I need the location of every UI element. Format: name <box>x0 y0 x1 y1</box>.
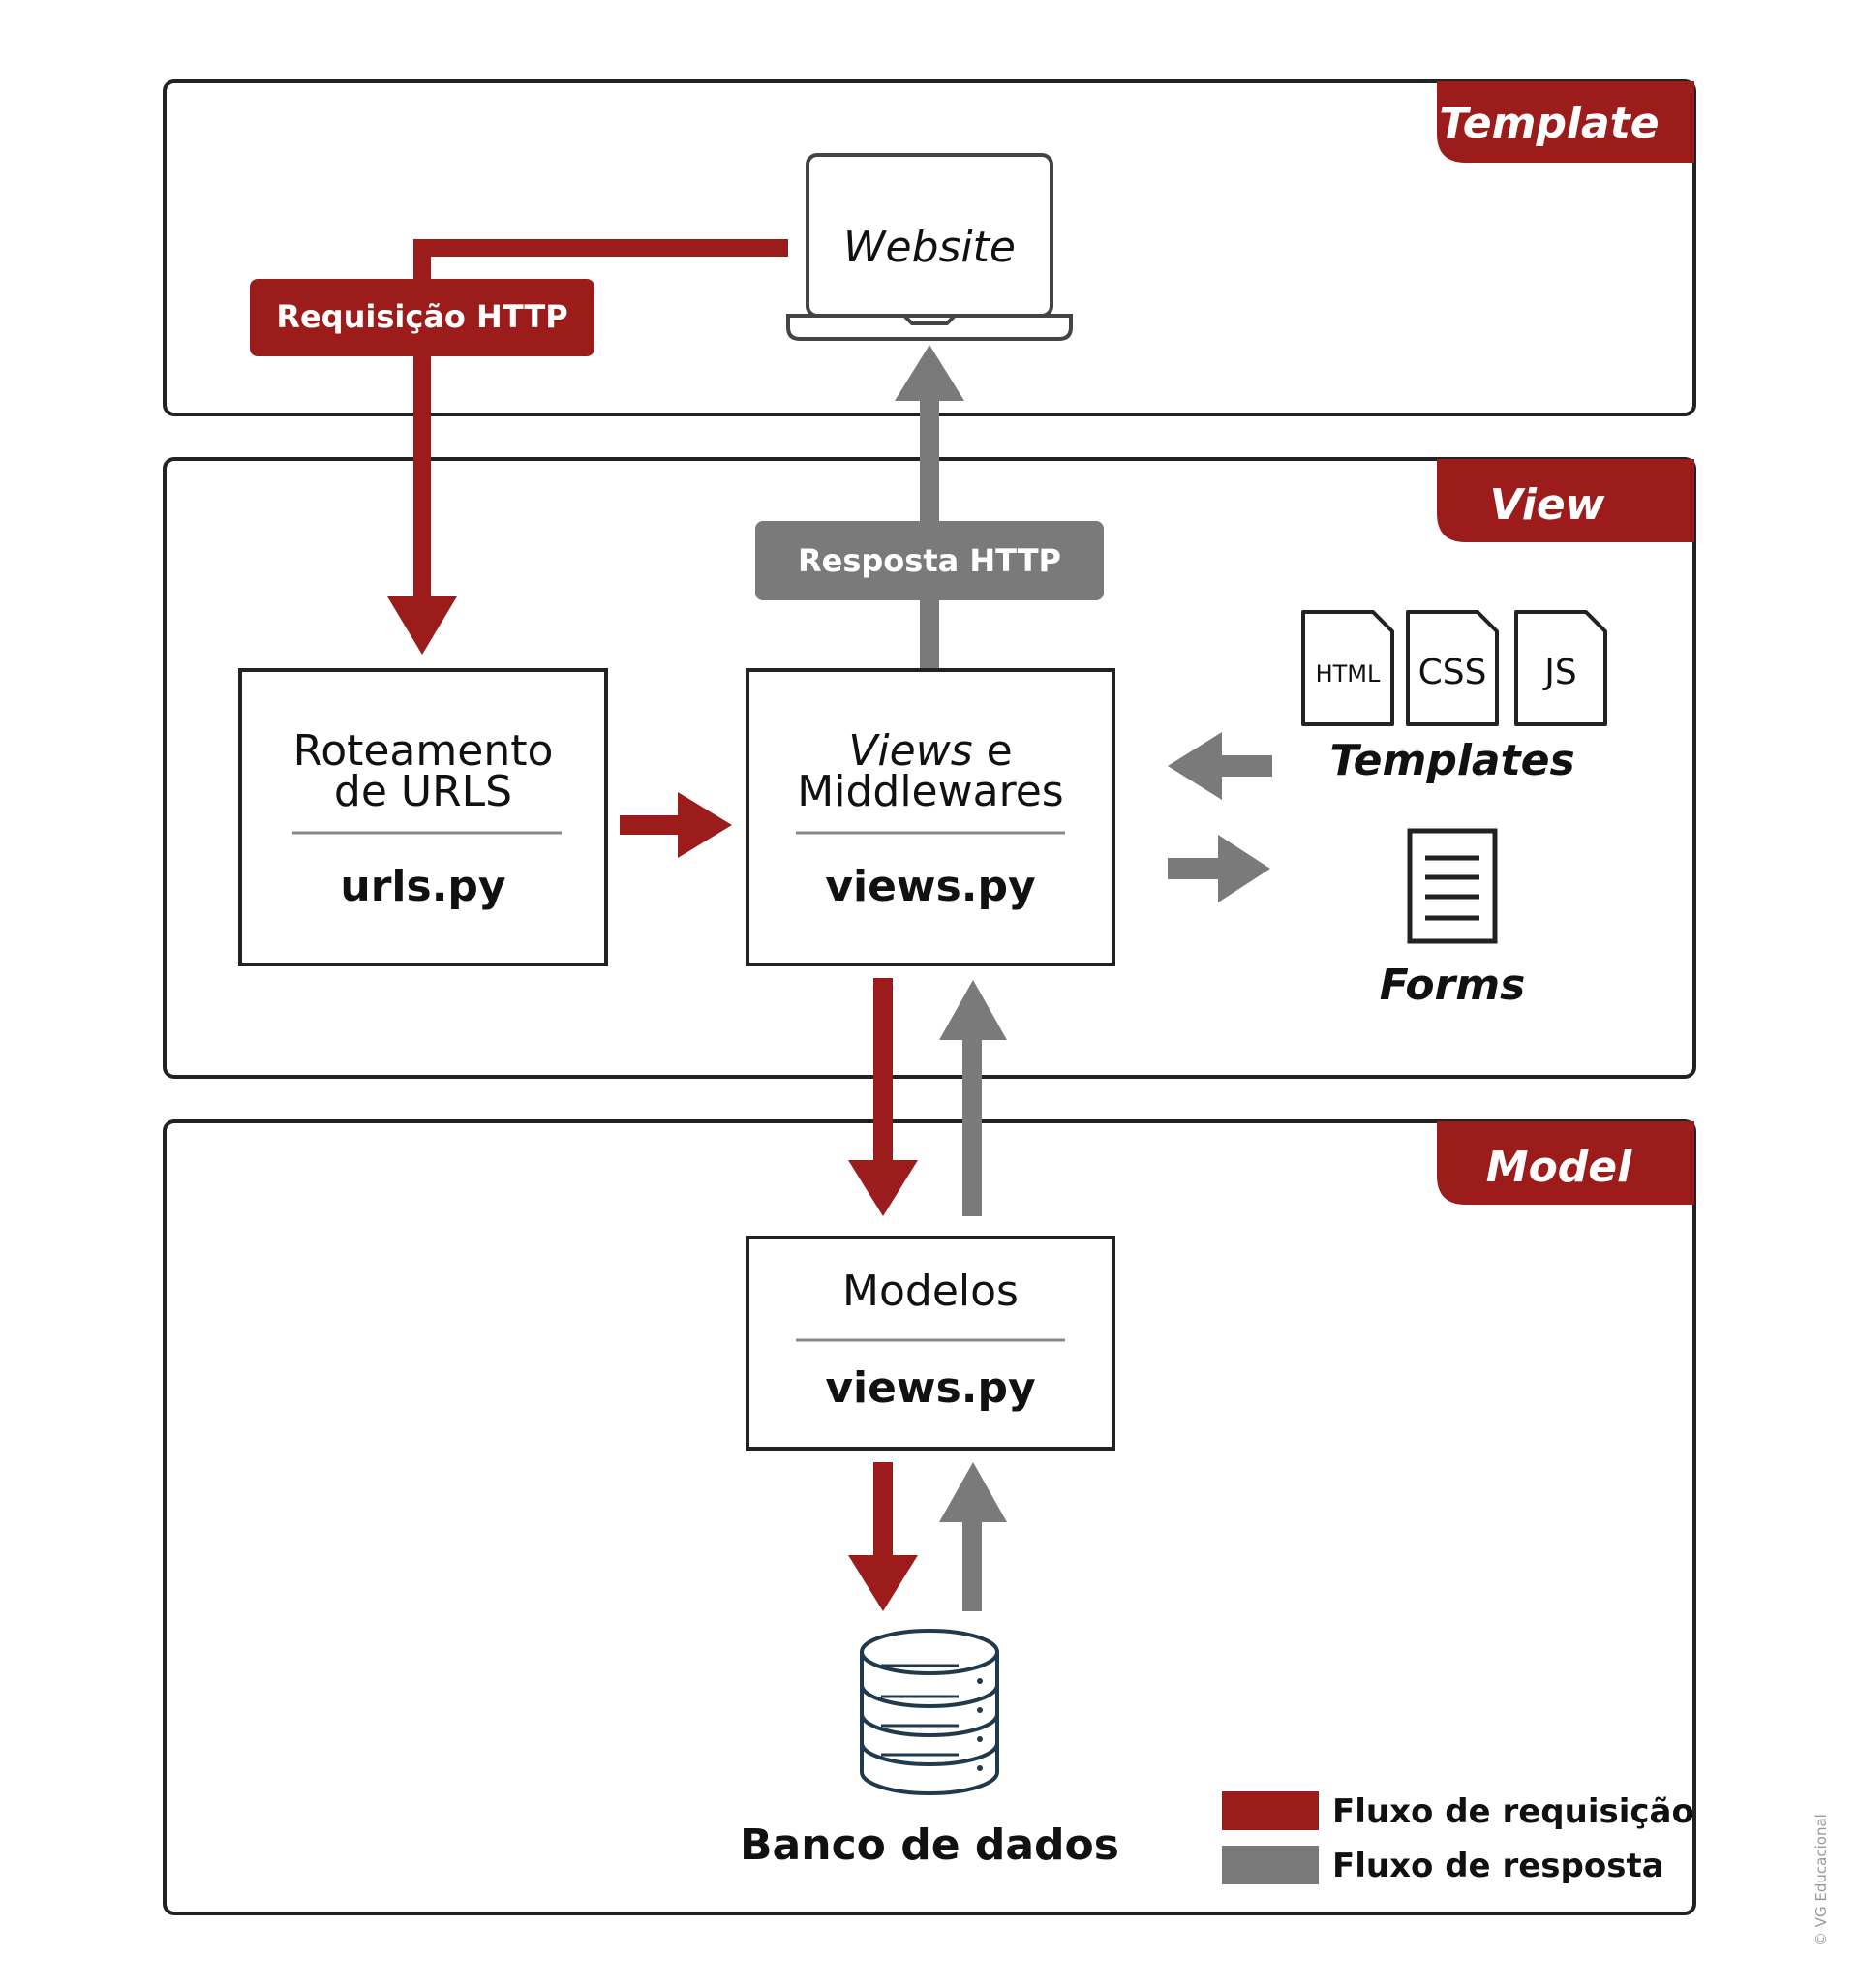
views-to-models-arrowhead <box>848 1160 918 1216</box>
models-to-views-arrowhead <box>939 980 1007 1040</box>
model-tab-label: Model <box>1486 1143 1632 1192</box>
templates-to-views-arrowhead <box>1168 732 1222 800</box>
models-file: views.py <box>825 1363 1035 1413</box>
request-badge-label: Requisição HTTP <box>276 298 567 335</box>
models-to-db-line <box>873 1462 893 1565</box>
views-title-line2: Middlewares <box>797 767 1063 816</box>
credit-text: © VG Educacional <box>1813 1814 1830 1946</box>
views-to-forms-line <box>1168 858 1230 879</box>
routing-file: urls.py <box>340 862 505 911</box>
js-file-label: JS <box>1542 653 1576 692</box>
views-title-line1: Views e <box>848 726 1012 776</box>
models-title: Modelos <box>842 1267 1019 1316</box>
legend-request-label: Fluxo de requisição <box>1332 1792 1694 1831</box>
request-line <box>413 239 788 600</box>
response-arrowhead <box>895 345 964 401</box>
html-file-label: HTML <box>1316 660 1381 688</box>
database-icon <box>860 1629 999 1795</box>
request-badge <box>250 279 594 356</box>
form-document-icon <box>1407 828 1498 944</box>
db-to-models-arrowhead <box>939 1462 1007 1522</box>
html-file-icon <box>1301 610 1394 726</box>
views-to-models-line <box>873 978 893 1172</box>
views-file: views.py <box>825 862 1035 911</box>
css-file-icon <box>1406 610 1499 726</box>
routing-to-views-line <box>620 815 680 835</box>
views-box <box>746 668 1115 966</box>
templates-label: Templates <box>1329 736 1574 785</box>
response-badge <box>755 521 1104 600</box>
legend-response-swatch <box>1222 1846 1319 1884</box>
views-title-italic: Views <box>848 726 972 776</box>
models-box <box>746 1236 1115 1451</box>
database-label: Banco de dados <box>740 1820 1119 1870</box>
routing-box <box>238 668 608 966</box>
model-section <box>163 1119 1696 1915</box>
laptop-icon <box>786 153 1073 341</box>
routing-to-views-arrowhead <box>678 792 732 858</box>
template-tab <box>1437 81 1694 163</box>
models-to-db-arrowhead <box>848 1555 918 1611</box>
db-to-models-line <box>962 1516 982 1611</box>
response-badge-label: Resposta HTTP <box>798 542 1061 579</box>
view-tab <box>1437 459 1694 542</box>
forms-label: Forms <box>1380 961 1526 1010</box>
legend-response-label: Fluxo de resposta <box>1332 1847 1664 1885</box>
legend-request-swatch <box>1222 1791 1319 1830</box>
routing-title-line2: de URLS <box>334 767 512 816</box>
views-title-rest: e <box>973 726 1013 776</box>
view-tab-label: View <box>1490 480 1605 530</box>
model-tab <box>1437 1121 1694 1205</box>
template-tab-label: Template <box>1439 99 1659 148</box>
routing-title-line1: Roteamento <box>293 726 554 776</box>
css-file-label: CSS <box>1418 653 1487 692</box>
models-to-views-line <box>962 1036 982 1216</box>
website-label: Website <box>843 223 1016 272</box>
request-arrowhead <box>387 596 457 655</box>
templates-to-views-line <box>1210 755 1272 777</box>
views-to-forms-arrowhead <box>1218 835 1270 902</box>
js-file-icon <box>1514 610 1607 726</box>
